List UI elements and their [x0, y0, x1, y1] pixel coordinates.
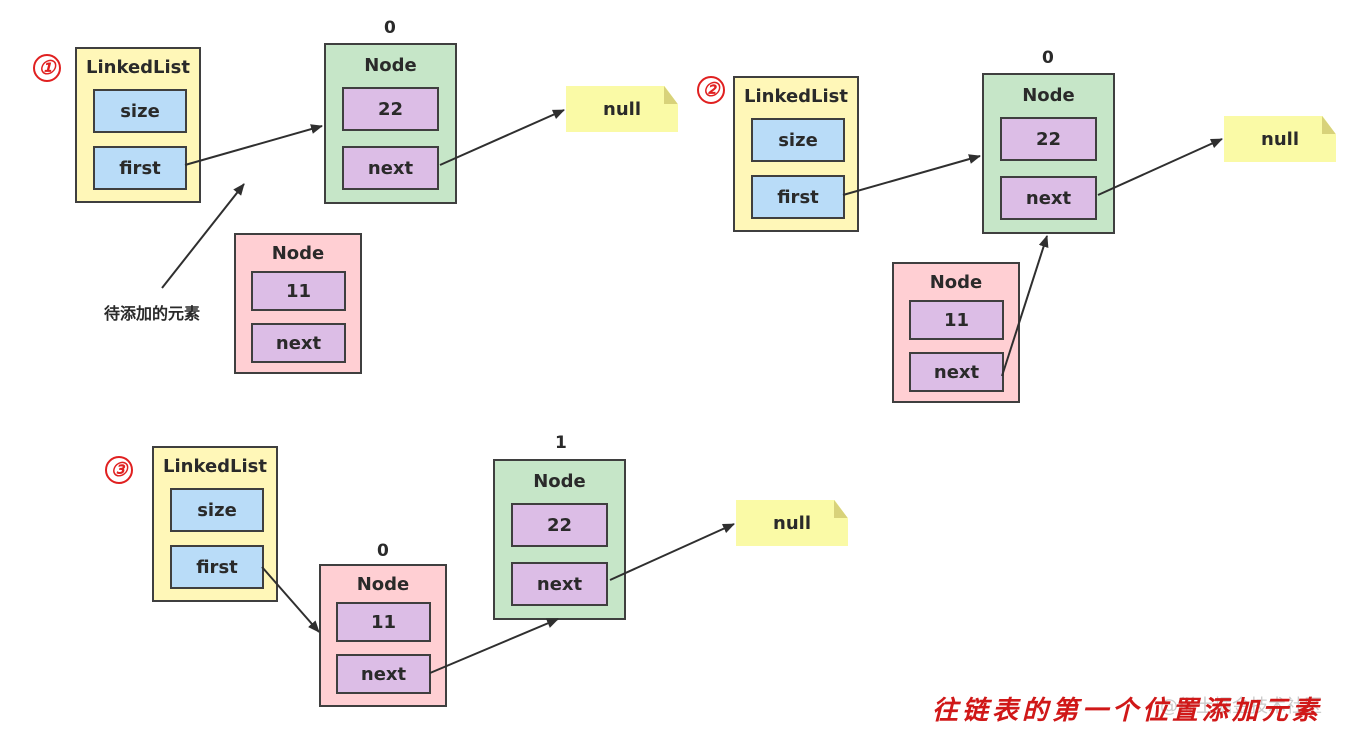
watermark-text: @稀土掘金技术社区	[1160, 696, 1322, 717]
p2-node-new-value: 11	[909, 300, 1004, 340]
p2-node-existing-next: next	[1000, 176, 1097, 220]
p1-node-existing-title: Node	[364, 55, 417, 76]
p2-node-new: Node 11 next	[892, 262, 1020, 403]
p2-node-existing-value: 22	[1000, 117, 1097, 161]
p2-arrow-next-to-null	[1097, 138, 1223, 196]
footer-title: 往链表的第一个位置添加元素	[932, 696, 1323, 726]
p3-size-field: size	[170, 488, 264, 532]
p2-green-node-index: 0	[1042, 48, 1054, 68]
p3-arrow-green-next-to-null	[609, 523, 735, 581]
p1-arrow-first-to-node	[184, 124, 323, 166]
p3-node-pink: Node 11 next	[319, 564, 447, 707]
p3-node-green-next: next	[511, 562, 608, 606]
p1-arrow-next-to-null	[439, 109, 565, 166]
p1-node-existing-next: next	[342, 146, 439, 190]
step-2-marker: ②	[697, 76, 725, 104]
p3-first-field: first	[170, 545, 264, 589]
p1-node-existing: Node 22 next	[324, 43, 457, 204]
p1-node-new-next: next	[251, 323, 346, 363]
p1-node-new-value: 11	[251, 271, 346, 311]
p2-linkedlist: LinkedList size first	[733, 76, 859, 232]
step-1-label: ①	[38, 57, 56, 79]
p1-node-new-title: Node	[271, 243, 325, 264]
p2-null-note: null	[1224, 116, 1336, 162]
step-1-marker: ①	[33, 54, 61, 82]
p3-pink-node-index: 0	[377, 541, 389, 561]
p2-node-existing: Node 22 next	[982, 73, 1115, 234]
p3-null-note: null	[736, 500, 848, 546]
p2-size-field: size	[751, 118, 845, 162]
p3-green-node-index: 1	[555, 433, 567, 453]
p3-null-label: null	[773, 512, 811, 534]
p1-null-note: null	[566, 86, 678, 132]
p1-null-note-fold	[664, 86, 678, 104]
p3-linkedlist-title: LinkedList	[163, 456, 267, 477]
p1-caption-pending-element: 待添加的元素	[104, 304, 201, 323]
p1-green-node-index: 0	[384, 18, 396, 38]
p1-node-existing-value: 22	[342, 87, 439, 131]
p1-linkedlist-title: LinkedList	[86, 57, 190, 78]
step-2-label: ②	[702, 79, 720, 101]
p2-node-new-next: next	[909, 352, 1004, 392]
p2-null-note-fold	[1322, 116, 1336, 134]
p1-linkedlist: LinkedList size first	[75, 47, 201, 203]
p2-linkedlist-title: LinkedList	[744, 86, 848, 107]
p3-null-note-fold	[834, 500, 848, 518]
p3-node-green-title: Node	[533, 471, 586, 492]
p2-arrow-first-to-node	[842, 154, 981, 196]
p3-node-pink-next: next	[336, 654, 431, 694]
p3-linkedlist: LinkedList size first	[152, 446, 278, 602]
p3-node-green-value: 22	[511, 503, 608, 547]
p3-node-pink-value: 11	[336, 602, 431, 642]
p2-node-existing-title: Node	[1022, 85, 1075, 106]
step-3-marker: ③	[105, 456, 133, 484]
p3-node-green: Node 22 next	[493, 459, 626, 620]
p3-arrow-pink-next-to-green	[429, 618, 559, 674]
p1-node-new: Node 11 next	[234, 233, 362, 374]
p2-null-label: null	[1261, 128, 1299, 150]
p3-node-pink-title: Node	[356, 574, 410, 595]
p2-node-new-title: Node	[929, 272, 983, 293]
p2-first-field: first	[751, 175, 845, 219]
p1-first-field: first	[93, 146, 187, 190]
p1-size-field: size	[93, 89, 187, 133]
p1-null-label: null	[603, 98, 641, 120]
step-3-label: ③	[110, 459, 128, 481]
